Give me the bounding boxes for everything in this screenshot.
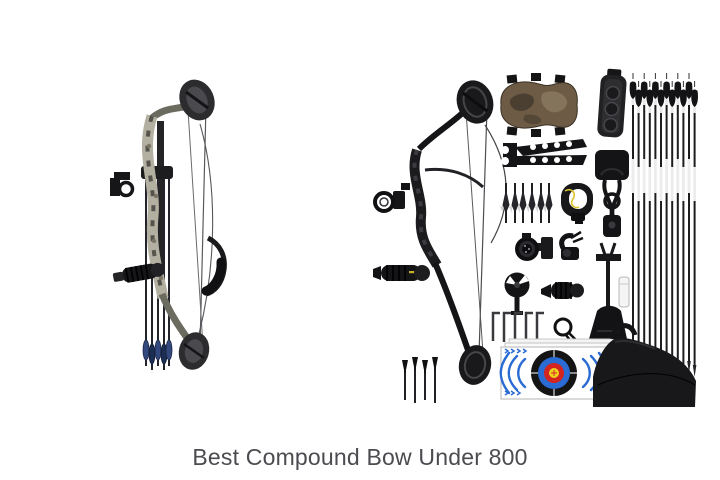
left-product-image bbox=[100, 66, 260, 406]
bow-case bbox=[593, 323, 696, 407]
stabilizer bbox=[112, 262, 165, 283]
bottom-cam bbox=[458, 345, 492, 385]
top-cam bbox=[456, 80, 494, 124]
lube-tube bbox=[618, 276, 630, 308]
bow-sight bbox=[373, 183, 410, 213]
paper-targets bbox=[499, 338, 614, 400]
bowstring bbox=[187, 105, 214, 349]
compound-bow-package-image bbox=[373, 68, 698, 407]
arrow-rest bbox=[559, 230, 584, 260]
cable-guard bbox=[424, 167, 485, 189]
allen-wrench-set bbox=[491, 311, 544, 342]
bow-quiver bbox=[595, 150, 629, 237]
sight-scope bbox=[515, 233, 553, 261]
top-cam bbox=[179, 79, 215, 121]
bullseye bbox=[531, 350, 577, 396]
quiver-arrows bbox=[142, 176, 173, 370]
peep-sight-disc bbox=[504, 272, 530, 315]
bow-sight bbox=[110, 172, 135, 198]
bottom-cam bbox=[178, 332, 210, 370]
right-product-image bbox=[365, 55, 710, 410]
bundled-arrows bbox=[402, 357, 438, 403]
blue-fletching bbox=[142, 339, 173, 365]
black-compound-bow bbox=[373, 80, 507, 403]
camo-arm-guard bbox=[500, 73, 578, 137]
broadheads bbox=[500, 183, 553, 223]
release-wrist-strap bbox=[561, 183, 593, 224]
wrist-sling bbox=[201, 235, 227, 297]
bowstring bbox=[464, 96, 507, 356]
arrow-dozen bbox=[629, 73, 698, 377]
target-chevrons bbox=[504, 348, 528, 396]
small-stabilizer bbox=[541, 282, 584, 299]
stabilizer bbox=[373, 265, 430, 281]
bow-riser bbox=[141, 100, 196, 345]
quiver-mount-block bbox=[597, 68, 627, 138]
camo-compound-bow-image bbox=[110, 79, 227, 370]
image-caption: Best Compound Bow Under 800 bbox=[192, 444, 528, 470]
cable-rod bbox=[157, 121, 164, 271]
multi-tool-wrench bbox=[501, 139, 587, 167]
